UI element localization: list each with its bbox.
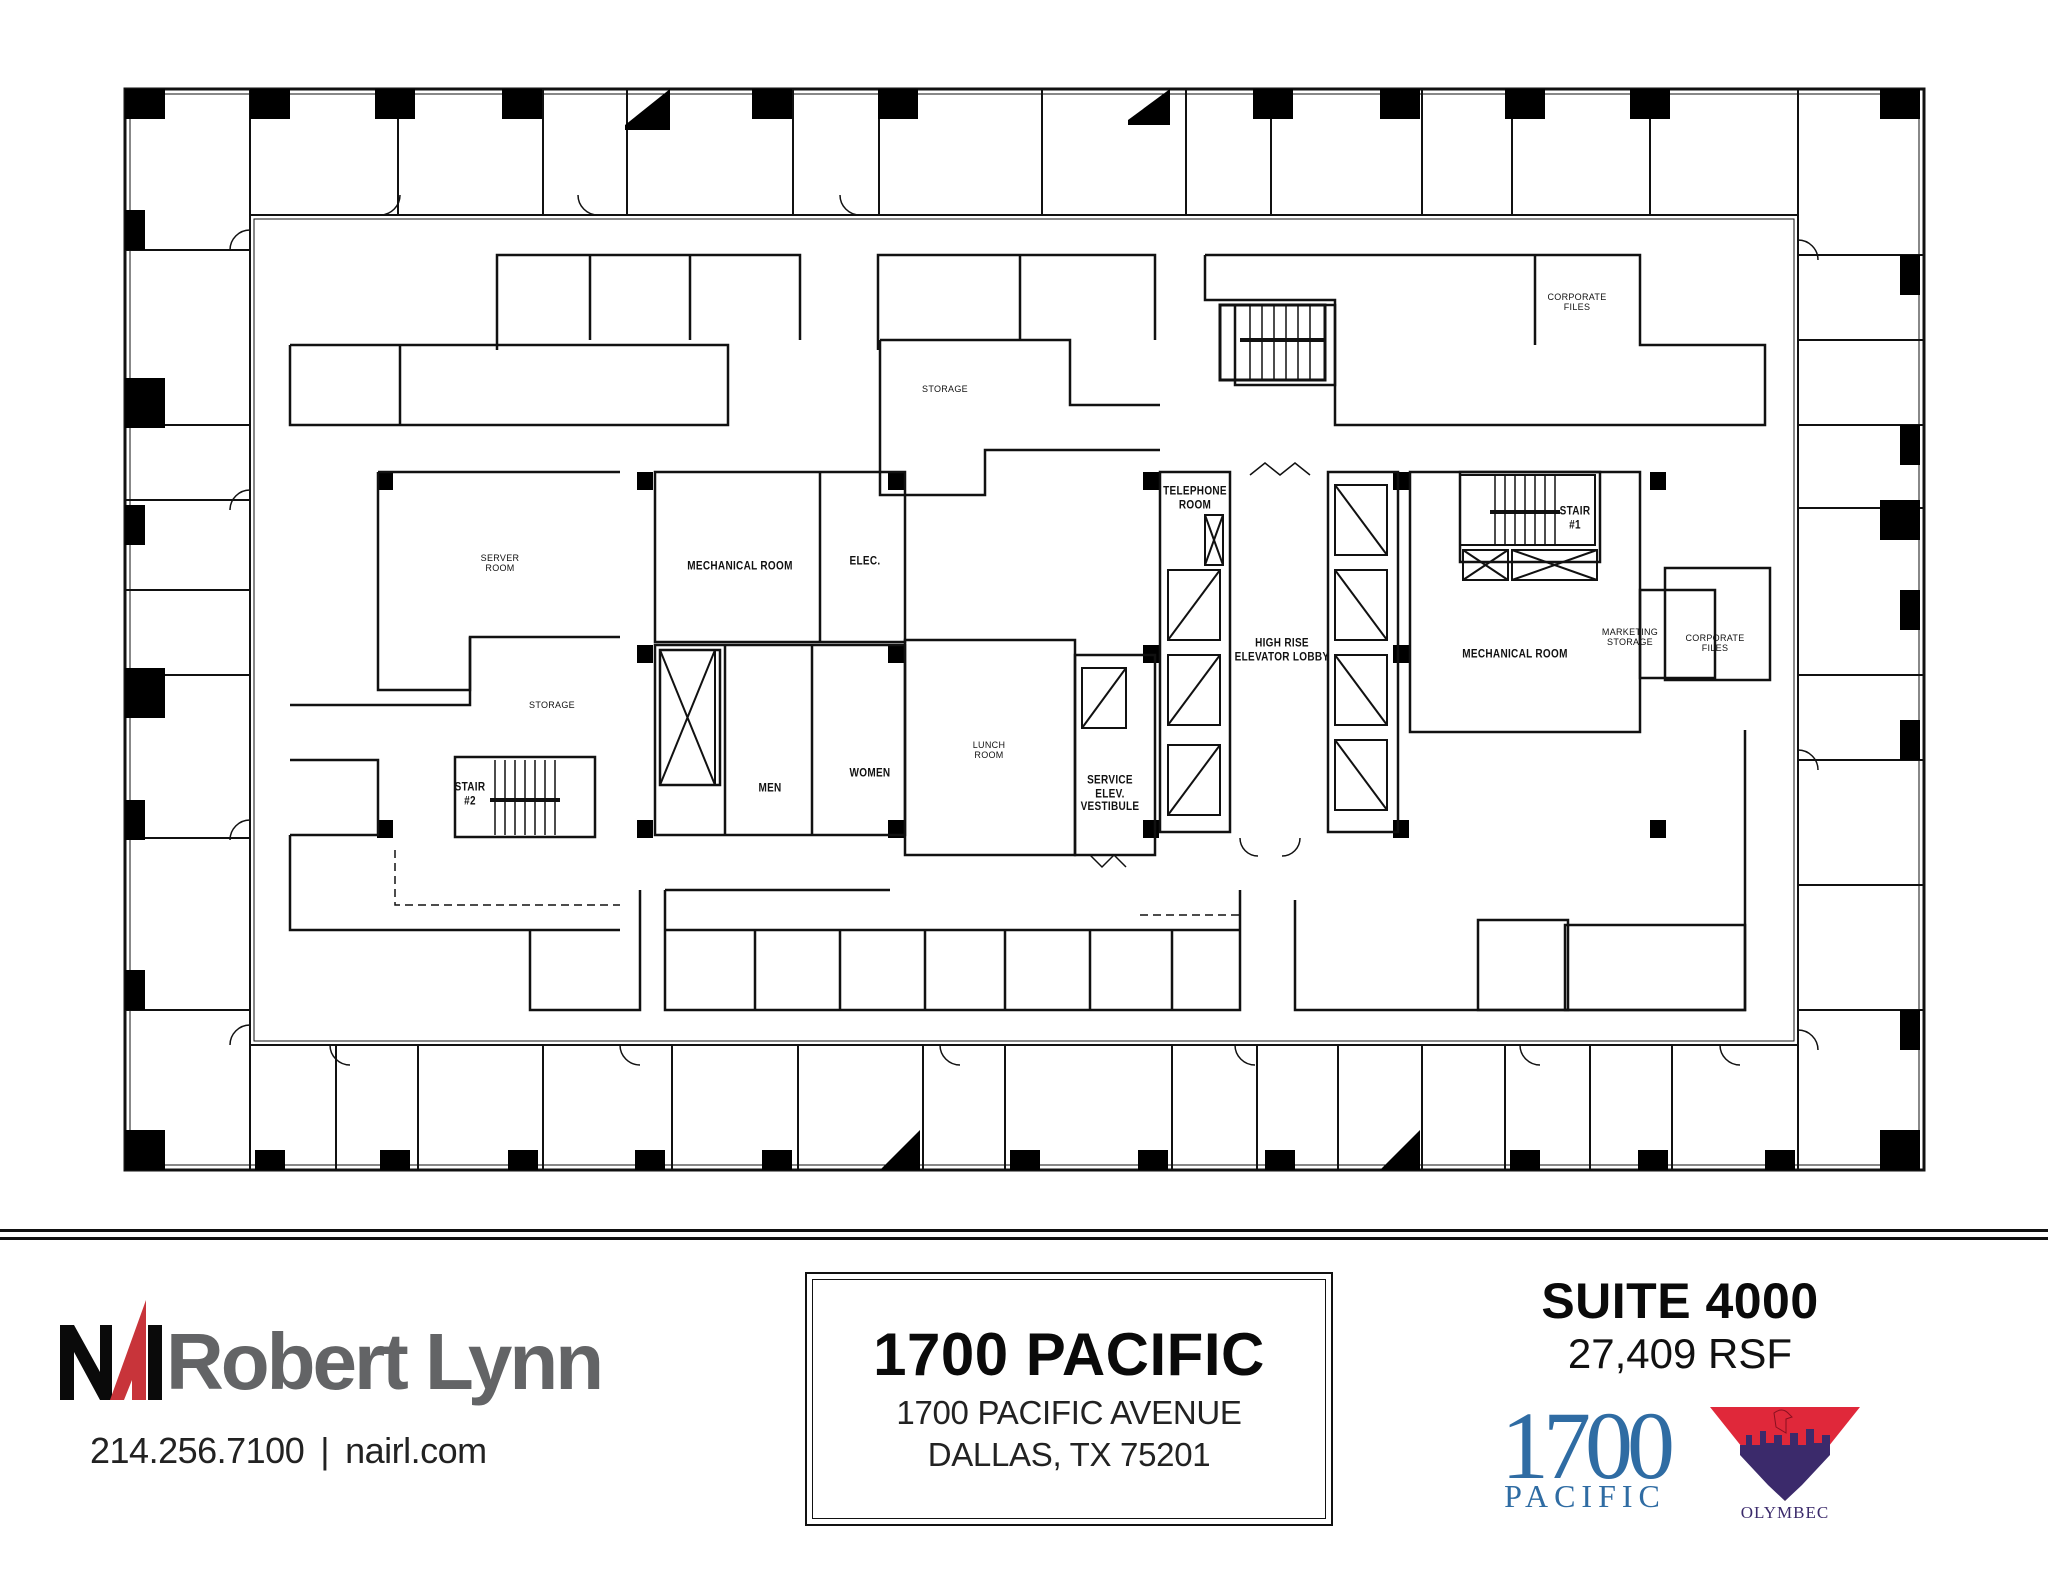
footer-divider-bottom xyxy=(0,1237,2048,1240)
property-name: 1700 PACIFIC xyxy=(873,1321,1265,1388)
broker-name: Robert Lynn xyxy=(166,1317,604,1406)
broker-phone: 214.256.7100 xyxy=(90,1430,305,1471)
nai-mark-icon xyxy=(60,1300,164,1400)
room-label-storage-top: STORAGE xyxy=(922,384,968,394)
room-label-marketing-storage: MARKETING STORAGE xyxy=(1601,627,1659,648)
room-label-corporate-files-top: CORPORATE FILES xyxy=(1547,292,1607,313)
broker-website: nairl.com xyxy=(345,1430,487,1471)
olymbec-wordmark: OLYMBEC xyxy=(1740,1503,1830,1522)
floor-plan xyxy=(123,87,1926,1172)
room-label-telephone-room: TELEPHONE ROOM xyxy=(1163,485,1227,512)
room-label-stair-2: STAIR #2 xyxy=(454,781,486,808)
room-label-corporate-files-right: CORPORATE FILES xyxy=(1685,633,1745,654)
room-label-server-room: SERVER ROOM xyxy=(480,553,520,574)
room-label-high-rise-elevator-lobby: HIGH RISE ELEVATOR LOBBY xyxy=(1234,637,1330,664)
room-label-women: WOMEN xyxy=(849,767,891,780)
1700-pacific-logo: 1700 PACIFIC xyxy=(1490,1398,1680,1518)
footer-divider-top xyxy=(0,1229,2048,1232)
nai-robert-lynn-logo: Robert Lynn xyxy=(60,1298,604,1406)
room-label-service-elev-vestibule: SERVICE ELEV. VESTIBULE xyxy=(1080,774,1140,814)
suite-area: 27,409 RSF xyxy=(1567,1330,1793,1377)
pacific-logo-number: 1700 xyxy=(1501,1392,1675,1499)
address-box-inner-border xyxy=(812,1279,1326,1519)
room-label-storage-left: STORAGE xyxy=(529,700,575,710)
olymbec-eagle-icon xyxy=(1710,1407,1860,1501)
room-label-elec: ELEC. xyxy=(849,555,881,568)
property-address-line1: 1700 PACIFIC AVENUE xyxy=(896,1394,1242,1431)
room-label-mechanical-room-left: MECHANICAL ROOM xyxy=(687,560,793,573)
pacific-logo-word: PACIFIC xyxy=(1504,1478,1666,1514)
contact-separator: | xyxy=(320,1430,330,1471)
room-label-mechanical-room-right: MECHANICAL ROOM xyxy=(1462,648,1568,661)
property-address-line2: DALLAS, TX 75201 xyxy=(927,1436,1211,1473)
broker-contact: 214.256.7100 | nairl.com xyxy=(90,1430,630,1472)
suite-title: SUITE 4000 xyxy=(1541,1273,1819,1329)
room-label-stair-1: STAIR #1 xyxy=(1559,505,1591,532)
property-address-box: 1700 PACIFIC 1700 PACIFIC AVENUE DALLAS,… xyxy=(805,1272,1333,1526)
olymbec-logo: OLYMBEC xyxy=(1710,1405,1860,1525)
room-label-men: MEN xyxy=(758,782,782,795)
room-label-lunch-room: LUNCH ROOM xyxy=(972,740,1006,761)
